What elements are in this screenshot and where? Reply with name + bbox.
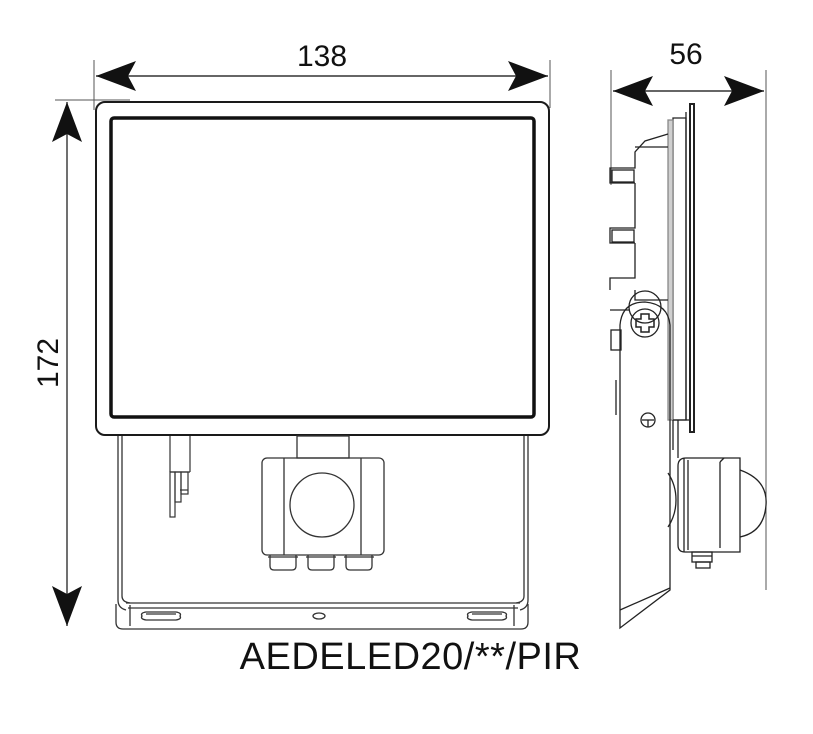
width-dimension: 138 <box>93 40 551 110</box>
depth-dimension-label: 56 <box>669 38 702 71</box>
mounting-slot-right <box>466 611 508 621</box>
pivot-screw <box>628 290 662 324</box>
pir-sensor-side <box>667 457 767 569</box>
heat-sink <box>609 133 669 351</box>
mounting-hole-center <box>312 612 326 620</box>
power-cable <box>169 436 191 518</box>
height-dimension: 172 <box>32 99 130 626</box>
pir-sensor-front <box>261 435 385 571</box>
lamp-housing <box>95 101 550 436</box>
model-number-text: AEDELED20/**/PIR <box>239 636 582 678</box>
pir-dome <box>739 469 767 538</box>
pir-lens <box>289 472 355 538</box>
mounting-bracket <box>115 436 529 630</box>
lamp-profile <box>667 103 695 433</box>
height-dimension-label: 172 <box>32 338 65 388</box>
side-view: 56 <box>609 38 767 630</box>
side-bracket-arm <box>615 290 679 630</box>
width-dimension-label: 138 <box>297 40 347 73</box>
model-number-label: AEDELED20/**/PIR <box>0 636 813 679</box>
lamp-lens <box>109 116 536 419</box>
front-view: 138 172 <box>32 40 551 630</box>
mounting-slot-left <box>140 611 182 621</box>
